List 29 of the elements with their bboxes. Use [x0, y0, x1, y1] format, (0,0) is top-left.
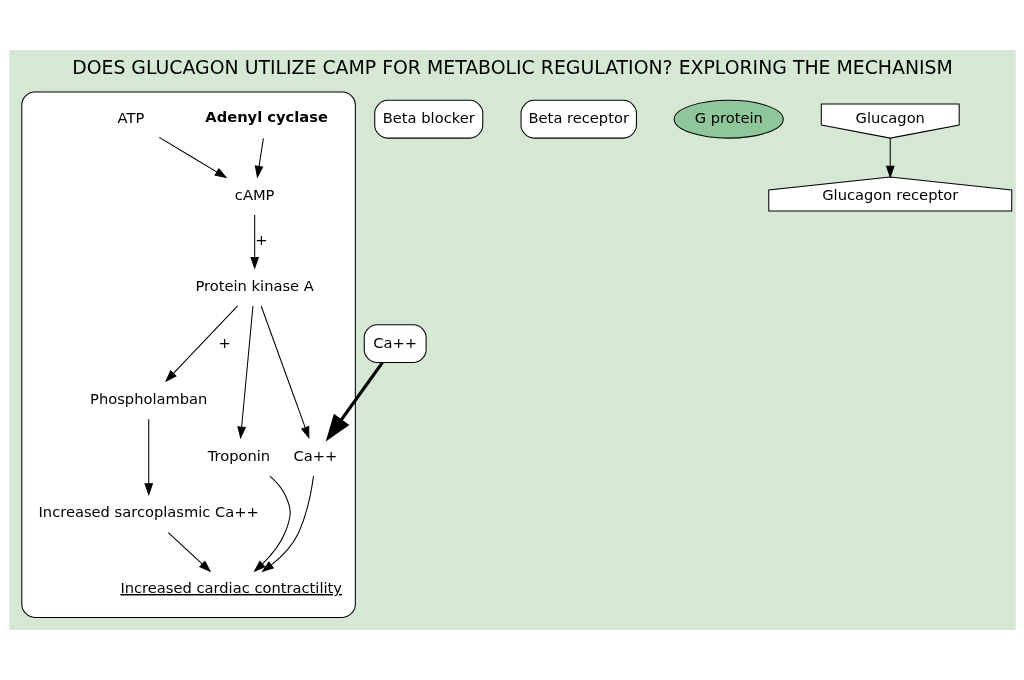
node-text: Ca++ — [293, 446, 337, 464]
arrow — [167, 532, 211, 573]
node-text: Increased sarcoplasmic Ca++ — [38, 503, 259, 521]
node-box: Beta receptor — [520, 99, 637, 139]
arrow — [158, 136, 227, 179]
arrow — [143, 418, 153, 496]
arrow — [325, 361, 384, 442]
edge-label: + — [254, 231, 268, 249]
node-text: cAMP — [234, 185, 274, 203]
arrow — [249, 214, 259, 270]
arrow — [254, 137, 264, 179]
arrow — [236, 305, 253, 440]
arrow — [252, 475, 291, 573]
node-box: Ca++ — [363, 324, 427, 364]
node-text: Troponin — [207, 446, 270, 464]
node-text: Phospholamban — [89, 390, 207, 408]
arrow — [164, 305, 238, 383]
node-text: Adenyl cyclase — [204, 108, 328, 126]
diagram-title: DOES GLUCAGON UTILIZE CAMP FOR METABOLIC REGULATION? EXPLORING THE MECHANISM — [71, 55, 953, 78]
edge-label: + — [218, 333, 231, 351]
node-text: Protein kinase A — [194, 276, 314, 294]
node-text: ATP — [117, 109, 144, 127]
node-ellipse: G protein — [673, 99, 784, 139]
node-text: Increased cardiac contractility — [119, 578, 342, 596]
arrow — [260, 475, 314, 573]
cluster — [20, 91, 356, 618]
arrow — [885, 137, 895, 179]
arrow — [260, 305, 309, 440]
node-box: Beta blocker — [373, 99, 483, 139]
